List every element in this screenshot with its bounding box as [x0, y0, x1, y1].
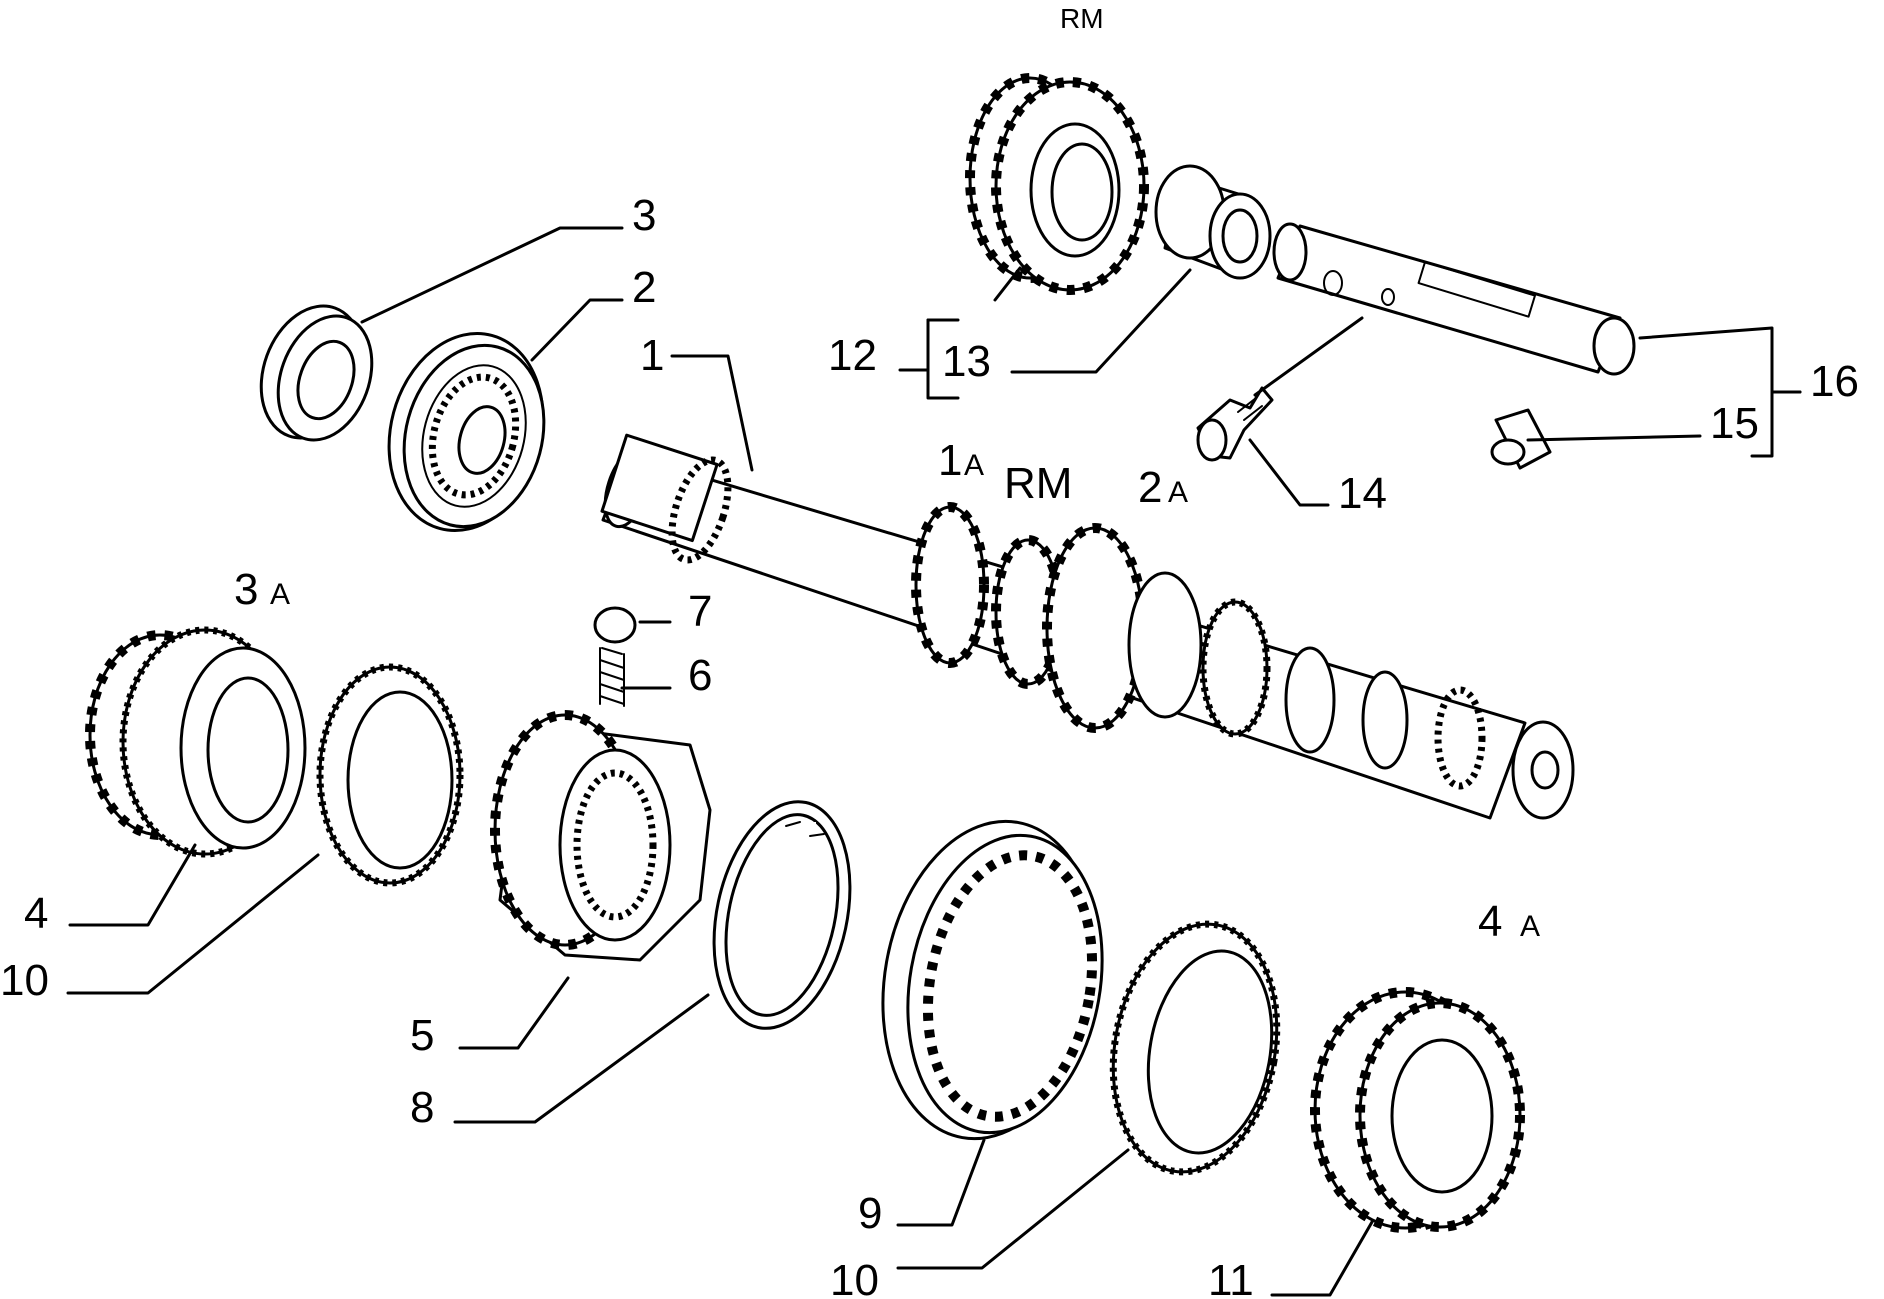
- bushing: [1154, 164, 1272, 280]
- label-variant-1a-rm: RM: [1004, 459, 1072, 508]
- label-part-10-left: 10: [0, 956, 49, 1005]
- label-variant-3a-number: 3: [234, 565, 258, 614]
- oil-seal: [259, 304, 374, 442]
- label-part-5: 5: [410, 1011, 434, 1060]
- label-part-9: 9: [858, 1189, 882, 1238]
- label-part-11: 11: [1208, 1256, 1254, 1299]
- reverse-idler-shaft: [1272, 222, 1636, 376]
- main-shaft: [600, 433, 1575, 820]
- label-part-15: 15: [1710, 399, 1759, 448]
- label-variant-4a-number: 4: [1478, 897, 1502, 946]
- variant-labels: RM 1 A RM 2 A 3 A 4 A: [234, 3, 1540, 946]
- circlip: [712, 800, 852, 1030]
- label-variant-2a-number: 2: [1138, 463, 1162, 512]
- bolt: [1196, 386, 1274, 462]
- ball-bearing: [387, 331, 546, 533]
- label-part-6: 6: [688, 651, 712, 700]
- synchro-hub: [490, 710, 712, 962]
- synchro-sleeve: [881, 819, 1104, 1141]
- label-variant-1a-letter: A: [964, 449, 984, 482]
- label-variant-3a-letter: A: [270, 578, 290, 611]
- detent-spring: [599, 647, 625, 707]
- part-number-labels: 1 2 3 4 5 6 7 8 9 10 10 11 12 13 14 15 1…: [0, 191, 1859, 1299]
- detent-ball: [593, 606, 637, 644]
- label-part-7: 7: [688, 587, 712, 636]
- synchro-ring-right: [1109, 920, 1281, 1176]
- label-part-3: 3: [632, 191, 656, 240]
- third-speed-gear: [85, 626, 307, 858]
- label-part-14: 14: [1338, 469, 1387, 518]
- label-rm-top: RM: [1060, 3, 1104, 34]
- label-part-13: 13: [942, 337, 991, 386]
- label-part-12: 12: [828, 331, 877, 380]
- label-part-16: 16: [1810, 357, 1859, 406]
- label-part-4: 4: [24, 889, 48, 938]
- label-variant-2a-letter: A: [1168, 476, 1188, 509]
- reverse-gear: [965, 73, 1149, 295]
- leader-lines: [66, 226, 1802, 1297]
- fourth-speed-gear: [1310, 987, 1525, 1233]
- label-part-10-right: 10: [830, 1256, 879, 1299]
- label-part-2: 2: [632, 263, 656, 312]
- plug: [1490, 408, 1552, 470]
- label-part-8: 8: [410, 1083, 434, 1132]
- label-variant-4a-letter: A: [1520, 910, 1540, 943]
- label-part-1: 1: [640, 331, 664, 380]
- label-variant-1a-number: 1: [938, 436, 962, 485]
- synchro-ring-left: [316, 663, 464, 887]
